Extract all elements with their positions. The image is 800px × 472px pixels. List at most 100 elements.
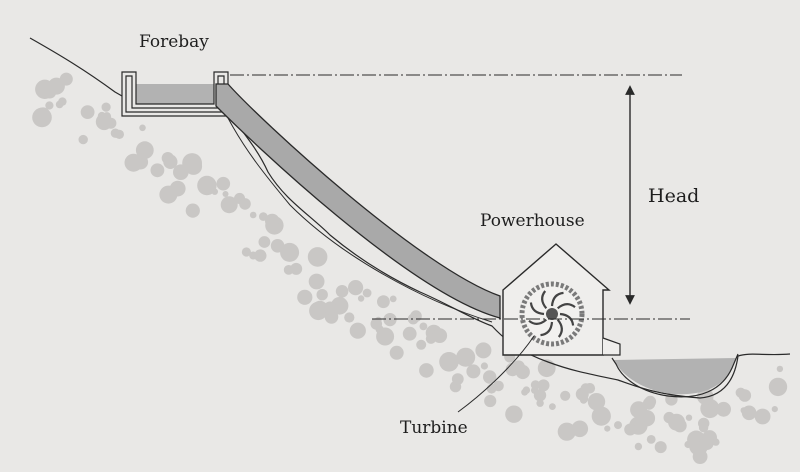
turbine-blade bbox=[540, 321, 554, 337]
pebble bbox=[493, 380, 504, 392]
pebble bbox=[439, 352, 459, 372]
pebble bbox=[634, 442, 643, 451]
ground-pebbles bbox=[32, 72, 788, 464]
pebble bbox=[654, 441, 667, 454]
turbine-blade bbox=[529, 302, 545, 316]
pebble bbox=[537, 379, 550, 392]
head-label: Head bbox=[648, 185, 699, 207]
pebble bbox=[78, 134, 88, 145]
pebble bbox=[45, 101, 54, 110]
pebble bbox=[389, 295, 397, 303]
pebble bbox=[185, 203, 200, 218]
pebble bbox=[249, 211, 257, 219]
pebble bbox=[280, 242, 300, 262]
powerhouse-outlet bbox=[602, 337, 621, 356]
pebble bbox=[571, 420, 589, 438]
pebble bbox=[624, 423, 637, 436]
turbine-label: Turbine bbox=[400, 418, 468, 438]
pebble bbox=[692, 449, 708, 464]
pebble bbox=[211, 188, 218, 195]
pebble bbox=[668, 413, 686, 431]
forebay-water bbox=[134, 84, 216, 106]
pebble bbox=[307, 247, 328, 267]
pebble bbox=[169, 180, 186, 197]
pebble bbox=[239, 198, 251, 210]
turbine-blade bbox=[541, 290, 548, 310]
pebble bbox=[254, 249, 267, 262]
pebble bbox=[484, 394, 497, 408]
pebble bbox=[451, 373, 464, 385]
pebble bbox=[184, 157, 203, 175]
pebble bbox=[124, 153, 143, 172]
pebble bbox=[536, 399, 544, 407]
turbine-wheel bbox=[519, 281, 585, 347]
pebble bbox=[483, 370, 497, 384]
pebble bbox=[410, 310, 422, 322]
pebble bbox=[740, 407, 747, 414]
pebble bbox=[241, 247, 251, 257]
pebble bbox=[630, 401, 648, 419]
pebble bbox=[587, 393, 606, 411]
pebble bbox=[466, 364, 481, 379]
pebble bbox=[163, 154, 178, 169]
pebble bbox=[456, 347, 476, 367]
pebble bbox=[222, 191, 229, 197]
pebble bbox=[344, 312, 355, 323]
pebble bbox=[475, 342, 492, 359]
pebble bbox=[362, 288, 372, 298]
turbine-blade bbox=[556, 303, 576, 310]
pebble bbox=[776, 365, 784, 373]
turbine-blade bbox=[556, 318, 563, 338]
pebble bbox=[220, 196, 238, 214]
pebble bbox=[402, 326, 417, 341]
pebble bbox=[389, 345, 404, 360]
pebble bbox=[635, 415, 645, 425]
pebble bbox=[377, 295, 390, 309]
pebble bbox=[604, 425, 611, 432]
tailwater-outline bbox=[611, 353, 739, 398]
pebble bbox=[416, 339, 427, 350]
pebble bbox=[646, 435, 656, 444]
pebble bbox=[505, 405, 523, 423]
pebble bbox=[419, 322, 428, 331]
pebble bbox=[763, 411, 770, 419]
pebble bbox=[357, 295, 365, 302]
pebble bbox=[771, 406, 778, 413]
pebble bbox=[150, 163, 165, 178]
pebble bbox=[137, 144, 148, 154]
turbine-blades bbox=[528, 290, 576, 338]
pebble bbox=[522, 386, 531, 394]
turbine-blade bbox=[550, 291, 564, 307]
pebble bbox=[376, 327, 395, 346]
pebble bbox=[591, 406, 611, 426]
turbine-blade bbox=[559, 312, 575, 326]
penstock-pipe bbox=[215, 83, 501, 319]
pebble bbox=[308, 273, 325, 290]
pebble bbox=[323, 301, 337, 315]
pebble bbox=[480, 362, 488, 370]
pebble bbox=[139, 124, 146, 132]
pebble bbox=[348, 280, 364, 296]
pebble bbox=[738, 389, 752, 402]
pebble bbox=[265, 213, 280, 229]
pebble bbox=[35, 79, 55, 100]
pebble bbox=[59, 72, 73, 86]
pebble bbox=[559, 424, 566, 431]
pebble bbox=[95, 113, 113, 131]
pebble bbox=[290, 262, 303, 275]
pebble bbox=[216, 176, 231, 191]
pebble bbox=[614, 421, 622, 430]
pebble bbox=[32, 107, 52, 128]
forebay-wall bbox=[121, 71, 233, 117]
pebble bbox=[580, 383, 592, 394]
turbine-leader-line bbox=[457, 335, 535, 413]
pebble bbox=[110, 128, 121, 138]
pebble bbox=[58, 97, 67, 106]
pebble bbox=[768, 377, 788, 397]
pebble bbox=[80, 105, 95, 119]
pebble bbox=[419, 363, 434, 378]
turbine-blade bbox=[528, 318, 548, 325]
pebble bbox=[533, 389, 547, 402]
penstock-underside bbox=[227, 117, 493, 323]
